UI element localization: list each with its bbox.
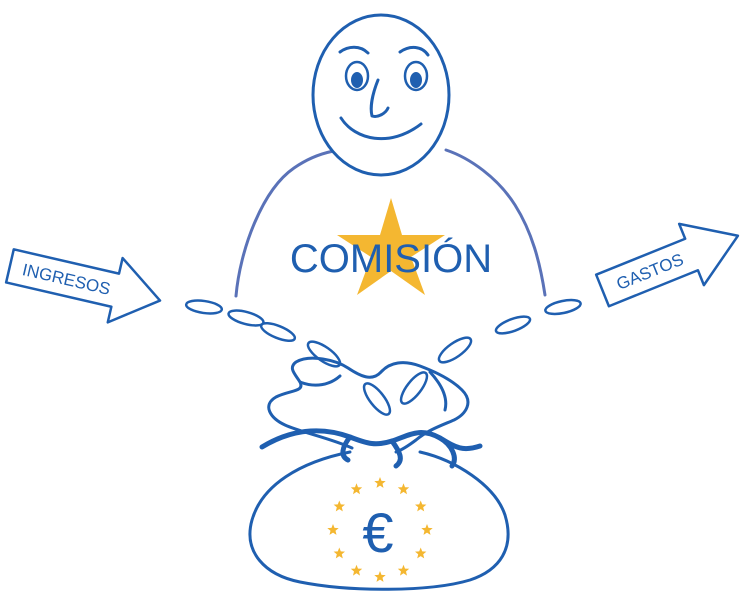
coin-icon bbox=[544, 298, 582, 316]
coin-icon bbox=[184, 299, 224, 315]
coin-icon bbox=[362, 382, 392, 416]
euro-stars-ring bbox=[327, 477, 433, 582]
small-star-icon bbox=[333, 500, 345, 512]
euro-icon: € bbox=[362, 501, 393, 564]
figure-body-right bbox=[444, 148, 547, 297]
small-star-icon bbox=[415, 500, 427, 512]
small-star-icon bbox=[327, 524, 339, 535]
small-star-icon bbox=[397, 483, 410, 495]
money-bag-icon bbox=[248, 356, 510, 591]
coin-icon bbox=[399, 371, 429, 405]
small-star-icon bbox=[350, 564, 363, 576]
small-star-icon bbox=[350, 483, 363, 495]
coin-icon bbox=[494, 315, 532, 335]
smiling-face-icon bbox=[311, 13, 451, 177]
small-star-icon bbox=[374, 571, 386, 582]
income-arrow: INGRESOS bbox=[4, 248, 162, 324]
small-star-icon bbox=[415, 547, 427, 559]
coin-icon bbox=[306, 340, 342, 368]
coin-icon bbox=[259, 322, 297, 342]
small-star-icon bbox=[421, 524, 433, 535]
commission-label: COMISIÓN bbox=[290, 236, 492, 281]
small-star-icon bbox=[397, 564, 410, 576]
small-star-icon bbox=[333, 547, 345, 559]
star-icon bbox=[337, 198, 445, 295]
coin-icon bbox=[227, 309, 265, 327]
coin-icon bbox=[437, 336, 473, 364]
expenses-arrow: GASTOS bbox=[594, 222, 740, 308]
small-star-icon bbox=[374, 477, 386, 488]
